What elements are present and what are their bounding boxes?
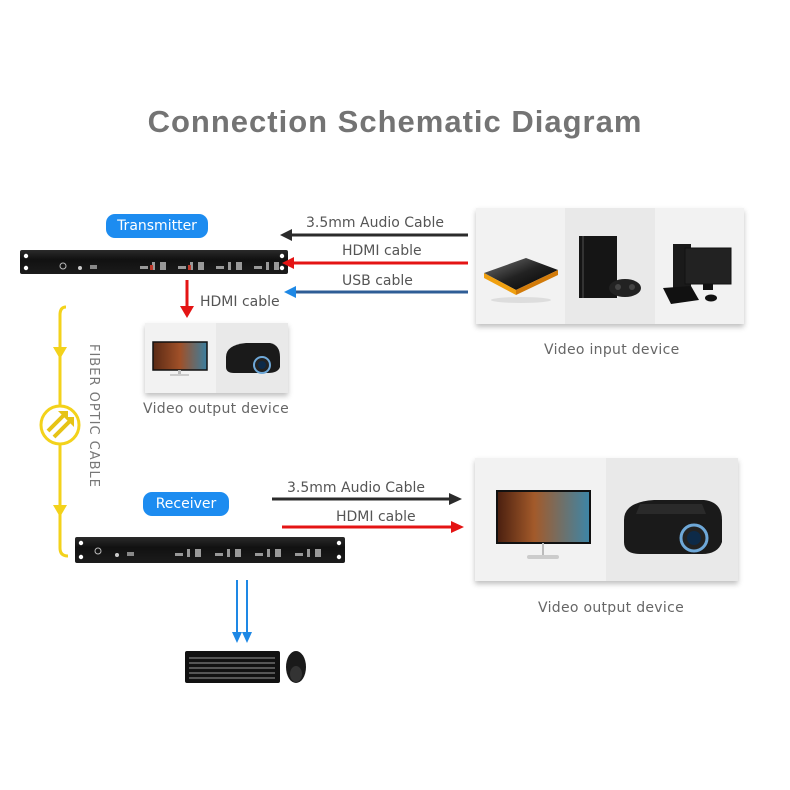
audio-cable-label-in: 3.5mm Audio Cable xyxy=(306,215,444,231)
monitor-icon xyxy=(475,458,606,581)
audio-arrow-in xyxy=(280,229,468,241)
hdmi-cable-label-out: HDMI cable xyxy=(200,294,280,310)
local-output-device-card xyxy=(145,323,288,393)
video-input-device-card xyxy=(476,208,744,324)
projector-icon xyxy=(606,458,738,581)
usb-arrows-down xyxy=(232,580,252,643)
usb-cable-label-in: USB cable xyxy=(342,273,413,289)
set-top-box-icon xyxy=(476,208,566,324)
transmitter-label: Transmitter xyxy=(106,214,208,238)
hdmi-arrow-in xyxy=(282,257,468,269)
keyboard-icon xyxy=(185,651,280,683)
transmitter-device xyxy=(20,250,288,274)
hdmi-cable-label-in: HDMI cable xyxy=(342,243,422,259)
audio-arrow-out xyxy=(272,493,462,505)
transmitter-input-arrows xyxy=(280,229,468,298)
local-output-device-caption: Video output device xyxy=(143,401,289,417)
mouse-icon xyxy=(286,651,306,683)
transmitter-ports-icon xyxy=(23,253,285,271)
fiber-arrow-down-bottom xyxy=(53,505,67,517)
remote-output-device-card xyxy=(475,458,738,581)
usb-arrow-in xyxy=(284,286,468,298)
bidirectional-signal-icon xyxy=(39,404,81,446)
receiver-label: Receiver xyxy=(143,492,229,516)
peripherals xyxy=(185,648,310,688)
hdmi-arrow-out xyxy=(282,521,464,533)
projector-icon xyxy=(216,323,288,393)
receiver-output-arrows xyxy=(272,493,464,533)
fiber-arrow-down-top xyxy=(53,347,67,359)
video-input-device-caption: Video input device xyxy=(544,342,680,358)
fiber-optic-cable-label: FIBER OPTIC CABLE xyxy=(86,344,101,489)
audio-cable-label-out: 3.5mm Audio Cable xyxy=(287,480,425,496)
page-title: Connection Schematic Diagram xyxy=(147,104,643,139)
desktop-computer-icon xyxy=(654,208,744,324)
hdmi-cable-label-receiver: HDMI cable xyxy=(336,509,416,525)
hdmi-arrow-down xyxy=(180,280,194,318)
receiver-device xyxy=(75,537,345,563)
monitor-icon xyxy=(145,323,216,393)
remote-output-device-caption: Video output device xyxy=(538,600,684,616)
game-console-icon xyxy=(565,208,655,324)
fiber-optic-cable xyxy=(39,305,81,558)
receiver-ports-icon xyxy=(78,540,342,560)
